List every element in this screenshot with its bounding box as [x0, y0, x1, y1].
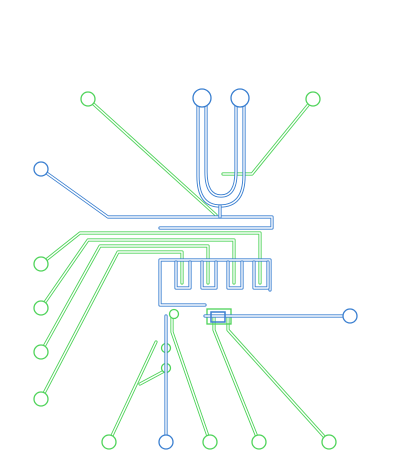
flow-u-channel	[196, 102, 246, 219]
flow-port-bottom	[158, 434, 174, 450]
control-port-left-4	[33, 391, 49, 407]
mixer-core	[210, 311, 226, 323]
chamber-manifold	[158, 258, 272, 307]
control-port-left-1	[33, 256, 49, 272]
control-channel-bottom-3	[212, 316, 261, 444]
control-channel-bottom-4	[226, 316, 331, 444]
u-channel-inlet-right	[230, 88, 250, 108]
control-channel-left-3	[39, 244, 210, 354]
control-port-bottom-4	[321, 434, 337, 450]
control-channel-bottom-1	[107, 340, 158, 444]
flow-port-left	[33, 161, 49, 177]
control-channel-top-right	[221, 97, 315, 176]
control-layer	[33, 91, 337, 450]
u-channel-inlet-left	[192, 88, 212, 108]
control-port-bottom-2	[202, 434, 218, 450]
control-channel-left-1	[39, 231, 262, 285]
control-channel-left-4	[39, 250, 184, 401]
control-port-left-2	[33, 300, 49, 316]
control-channel-top-left	[86, 97, 218, 217]
flow-layer	[33, 88, 358, 450]
flow-channel-top-left	[39, 167, 274, 230]
control-port-bottom-1	[101, 434, 117, 450]
control-port-bottom-3	[251, 434, 267, 450]
flow-port-right	[342, 308, 358, 324]
control-valve-ring-3	[168, 308, 180, 320]
control-port-left-3	[33, 344, 49, 360]
control-channel-bottom-2	[170, 314, 212, 444]
control-port-top-left	[80, 91, 96, 107]
control-port-top-right	[305, 91, 321, 107]
